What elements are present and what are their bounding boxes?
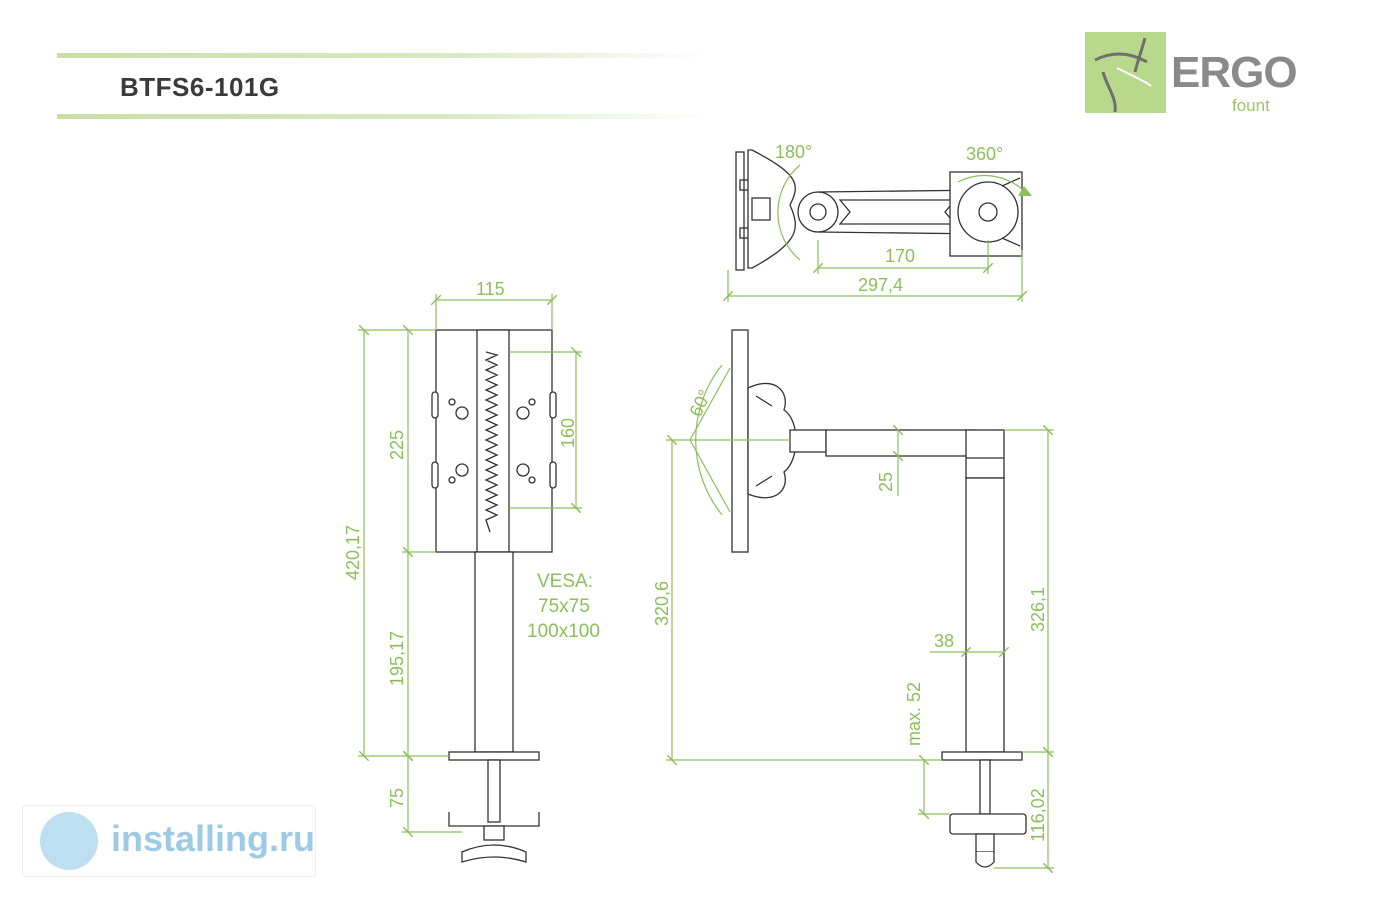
top-monitor-plate bbox=[735, 151, 745, 271]
label-clamp-116: 116,02 bbox=[1028, 788, 1048, 842]
front-base-plate bbox=[448, 751, 540, 761]
side-dimensions bbox=[666, 364, 1054, 868]
ergofount-logo: ERGO fount bbox=[1083, 30, 1298, 130]
label-arm-170: 170 bbox=[885, 246, 915, 266]
arc-360 bbox=[957, 174, 1029, 196]
tilt-ray-bottom bbox=[689, 439, 731, 513]
vesa-size-75: 75x75 bbox=[538, 596, 590, 617]
side-clamp-screw bbox=[979, 759, 991, 815]
arc-360-arrow bbox=[1018, 186, 1032, 196]
top-joint-left bbox=[797, 191, 839, 233]
label-arm-25: 25 bbox=[876, 472, 896, 492]
side-clamp-pad bbox=[949, 813, 1027, 835]
top-joint-left-inner bbox=[809, 203, 827, 221]
front-clamp-nut bbox=[483, 825, 505, 841]
model-title: BTFS6-101G bbox=[120, 72, 280, 102]
label-height-225: 225 bbox=[387, 430, 407, 460]
label-pole-195: 195,17 bbox=[387, 631, 407, 686]
front-hole-3 bbox=[455, 463, 469, 477]
side-monitor-plate bbox=[731, 329, 749, 553]
side-clamp-nut bbox=[975, 833, 995, 853]
header-line-top bbox=[57, 53, 707, 58]
front-knob-4 bbox=[549, 461, 557, 489]
logo-sub: fount bbox=[1232, 96, 1270, 115]
label-pole-326: 326,1 bbox=[1028, 587, 1048, 632]
front-knob-2 bbox=[549, 391, 557, 419]
label-total-420: 420,17 bbox=[343, 525, 363, 580]
front-clamp-handle bbox=[461, 844, 527, 863]
front-hole-1 bbox=[455, 406, 469, 420]
front-knob-1 bbox=[431, 391, 439, 419]
top-arm-slot bbox=[838, 199, 957, 225]
front-hole-7 bbox=[448, 476, 456, 484]
top-view bbox=[735, 149, 1023, 271]
vesa-size-100: 100x100 bbox=[527, 621, 600, 642]
front-hole-6 bbox=[528, 398, 536, 406]
side-connector bbox=[789, 429, 827, 453]
front-hole-5 bbox=[448, 398, 456, 406]
logo-brand: ERGO bbox=[1171, 48, 1298, 97]
front-pole bbox=[474, 551, 514, 753]
top-joint-right bbox=[957, 181, 1019, 243]
side-base-plate bbox=[941, 751, 1023, 761]
side-pole bbox=[965, 477, 1005, 753]
top-head-knob bbox=[751, 197, 771, 221]
side-arm bbox=[825, 429, 975, 457]
side-pole-top bbox=[965, 429, 1005, 479]
arc-180 bbox=[777, 164, 801, 261]
front-dimensions bbox=[358, 294, 582, 832]
label-rotation-180: 180° bbox=[775, 142, 812, 162]
side-view bbox=[731, 329, 1027, 868]
front-hole-2 bbox=[516, 406, 530, 420]
front-hole-8 bbox=[528, 476, 536, 484]
front-view bbox=[431, 329, 557, 863]
label-total-297: 297,4 bbox=[858, 275, 903, 295]
side-head-detail bbox=[755, 395, 773, 487]
front-hole-4 bbox=[516, 463, 530, 477]
label-rotation-360: 360° bbox=[966, 144, 1003, 164]
side-clamp-knob bbox=[975, 852, 995, 868]
front-clamp-screw bbox=[487, 759, 501, 823]
label-vesa-160: 160 bbox=[558, 418, 578, 448]
logo-swoosh-icon bbox=[1094, 37, 1152, 113]
label-width-115: 115 bbox=[476, 279, 505, 299]
label-tilt-60: 60° bbox=[685, 387, 715, 420]
top-joint-right-inner bbox=[978, 202, 998, 222]
front-ratchet bbox=[484, 351, 499, 533]
globe-icon bbox=[40, 812, 98, 870]
front-knob-3 bbox=[431, 461, 439, 489]
watermark: installing.ru bbox=[22, 805, 316, 877]
top-dimensions bbox=[728, 164, 1032, 302]
label-clamp-75: 75 bbox=[387, 788, 407, 808]
tilt-ray-top bbox=[689, 367, 731, 441]
vesa-title: VESA: bbox=[537, 571, 593, 592]
label-height-320: 320,6 bbox=[652, 581, 672, 626]
watermark-text: installing.ru bbox=[111, 818, 316, 859]
label-max-52: max. 52 bbox=[904, 682, 924, 746]
header-line-bottom bbox=[57, 114, 707, 119]
label-diameter-38: 38 bbox=[934, 631, 954, 651]
